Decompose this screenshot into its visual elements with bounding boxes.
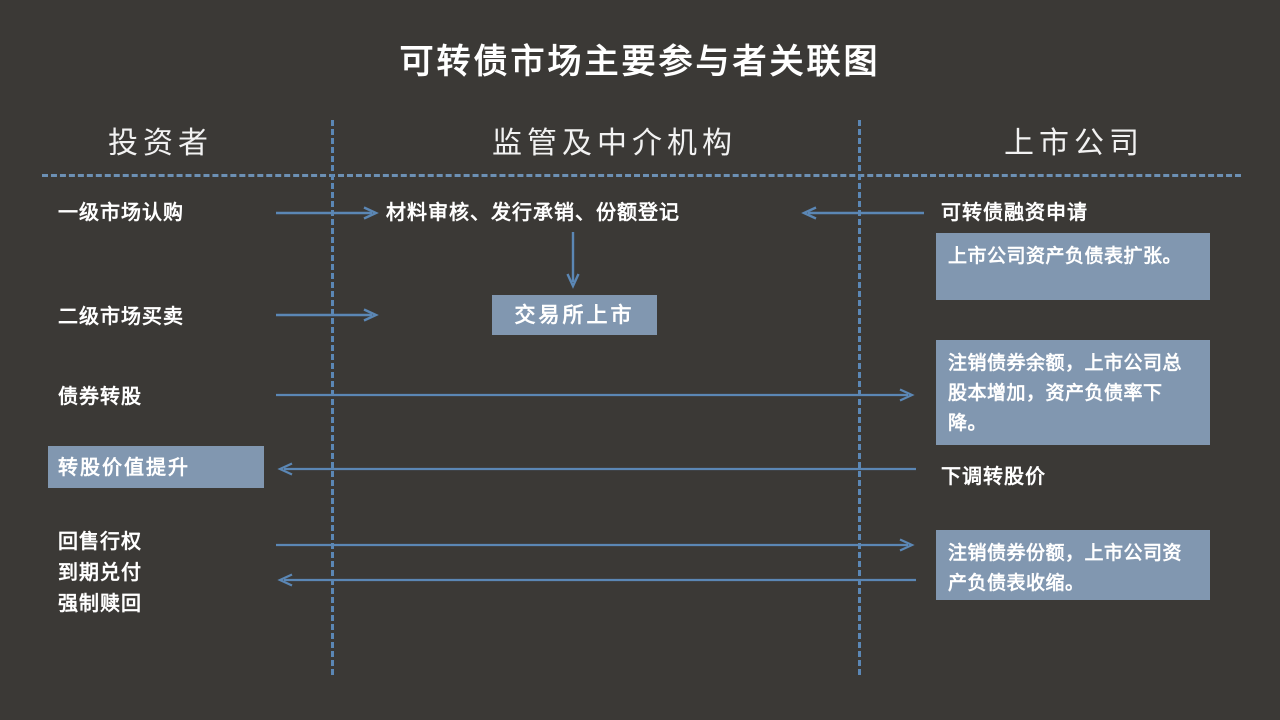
- column-header-investors: 投资者: [108, 126, 213, 161]
- page-title: 可转债市场主要参与者关联图: [399, 42, 881, 82]
- arrow-right-row2: [276, 308, 380, 322]
- arrow-right-row3: [276, 388, 916, 402]
- column-header-listed-company: 上市公司: [1004, 126, 1144, 161]
- arrow-left-row1: [800, 206, 924, 220]
- box-balance-sheet-expansion: 上市公司资产负债表扩张。: [936, 233, 1210, 300]
- row4-right-label: 下调转股价: [941, 464, 1046, 488]
- row1-left-label: 一级市场认购: [58, 200, 184, 224]
- box-exchange-listing: 交易所上市: [492, 295, 657, 335]
- column-divider-left: [331, 120, 334, 675]
- row3-left-label: 债券转股: [58, 384, 142, 408]
- arrow-left-row5: [276, 573, 916, 587]
- box-balance-sheet-contraction: 注销债券份额，上市公司资产负债表收缩。: [936, 530, 1210, 600]
- box-bond-cancellation-dilution: 注销债券余额，上市公司总股本增加，资产负债率下降。: [936, 340, 1210, 445]
- row5-left-label: 回售行权 到期兑付 强制赎回: [58, 529, 142, 615]
- arrow-down-to-exchange: [566, 232, 580, 290]
- header-divider-line: [42, 174, 1241, 177]
- arrow-left-row4: [276, 462, 916, 476]
- row1-right-label: 可转债融资申请: [941, 200, 1088, 224]
- row1-mid-label: 材料审核、发行承销、份额登记: [386, 200, 680, 224]
- arrow-right-row1: [276, 206, 380, 220]
- row2-left-label: 二级市场买卖: [58, 304, 184, 328]
- column-header-regulators: 监管及中介机构: [492, 126, 737, 161]
- column-divider-right: [858, 120, 861, 675]
- arrow-right-row5: [276, 538, 916, 552]
- box-conversion-value-increase: 转股价值提升: [48, 446, 264, 488]
